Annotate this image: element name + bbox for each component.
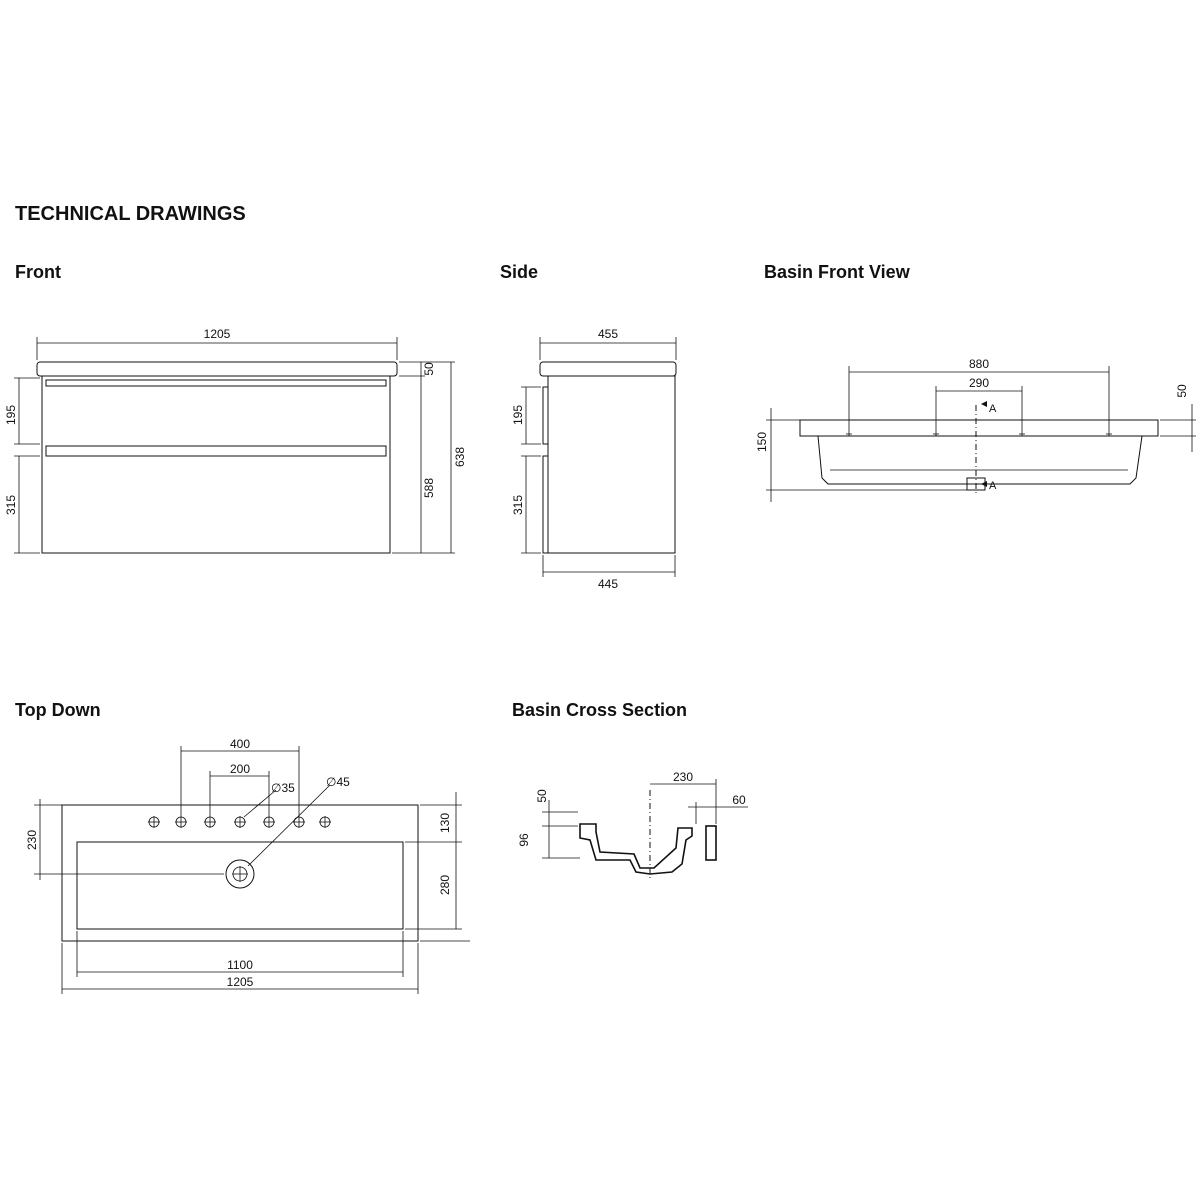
tap-holes (148, 816, 331, 828)
top-down-depth-label: 230 (25, 830, 39, 850)
front-view: 1205 195 315 50 588 638 (4, 327, 467, 554)
hole-span-outer-label: 400 (230, 737, 250, 751)
basin-front-title: Basin Front View (764, 262, 910, 282)
back-margin-label: 130 (438, 813, 452, 833)
rim-thickness-label: 50 (535, 789, 549, 803)
front-title: Front (15, 262, 61, 282)
section-marker-bottom: A (989, 480, 997, 492)
waste-outlet (225, 859, 255, 889)
cross-section-profile (579, 823, 693, 875)
basin-rim (799, 419, 1159, 437)
basin-tap-span-label: 880 (969, 357, 989, 371)
front-total-height-label: 638 (453, 447, 467, 467)
cross-section-edge (705, 825, 717, 861)
overall-width-label: 1205 (227, 975, 254, 989)
basin-front-view: 880 290 A A 50 150 (755, 357, 1196, 502)
front-cabinet-body (41, 375, 391, 554)
front-top-height-label: 50 (422, 362, 436, 376)
front-body-height-label: 588 (422, 478, 436, 498)
front-countertop (36, 361, 398, 377)
page-title: TECHNICAL DRAWINGS (15, 203, 246, 225)
front-width-label: 1205 (204, 327, 231, 341)
basin-height-label: 150 (755, 432, 769, 452)
bowl-width-label: 1100 (227, 958, 253, 972)
cross-bowl-depth-label: 96 (517, 833, 531, 847)
side-countertop (539, 361, 677, 377)
top-down-bowl (76, 841, 404, 930)
tap-hole-dia-label: ∅35 (271, 781, 295, 795)
section-arrow-bottom-icon (981, 481, 987, 487)
front-upper-handle (45, 379, 387, 387)
waste-dia-label: ∅45 (326, 775, 350, 789)
side-cabinet-body (547, 375, 676, 554)
front-drawer-lower-label: 315 (4, 495, 18, 515)
side-lower-drawer-front (542, 455, 549, 554)
side-drawer-lower-label: 315 (511, 495, 525, 515)
side-upper-drawer-front (542, 386, 549, 445)
bowl-depth-label: 280 (438, 875, 452, 895)
side-view: 455 195 315 445 (511, 327, 677, 591)
waste-offset-label: 230 (673, 770, 693, 784)
front-lower-handle (45, 445, 387, 457)
edge-width-label: 60 (732, 793, 746, 807)
basin-rim-height-label: 50 (1175, 384, 1189, 398)
section-arrow-top-icon (981, 401, 987, 407)
basin-cross-section: 50 96 230 60 (517, 770, 748, 878)
hole-span-inner-label: 200 (230, 762, 250, 776)
basin-bowl (817, 435, 1143, 485)
top-down-title: Top Down (15, 700, 101, 720)
side-body-depth-label: 445 (598, 577, 618, 591)
basin-inner-span-label: 290 (969, 376, 989, 390)
side-top-depth-label: 455 (598, 327, 618, 341)
side-drawer-upper-label: 195 (511, 405, 525, 425)
cross-section-title: Basin Cross Section (512, 700, 688, 720)
section-marker-top: A (989, 403, 997, 415)
top-down-outline (61, 804, 419, 942)
top-down-view: 400 200 ∅35 ∅45 230 130 280 1100 1205 (25, 737, 470, 994)
front-drawer-upper-label: 195 (4, 405, 18, 425)
side-title: Side (500, 262, 539, 282)
